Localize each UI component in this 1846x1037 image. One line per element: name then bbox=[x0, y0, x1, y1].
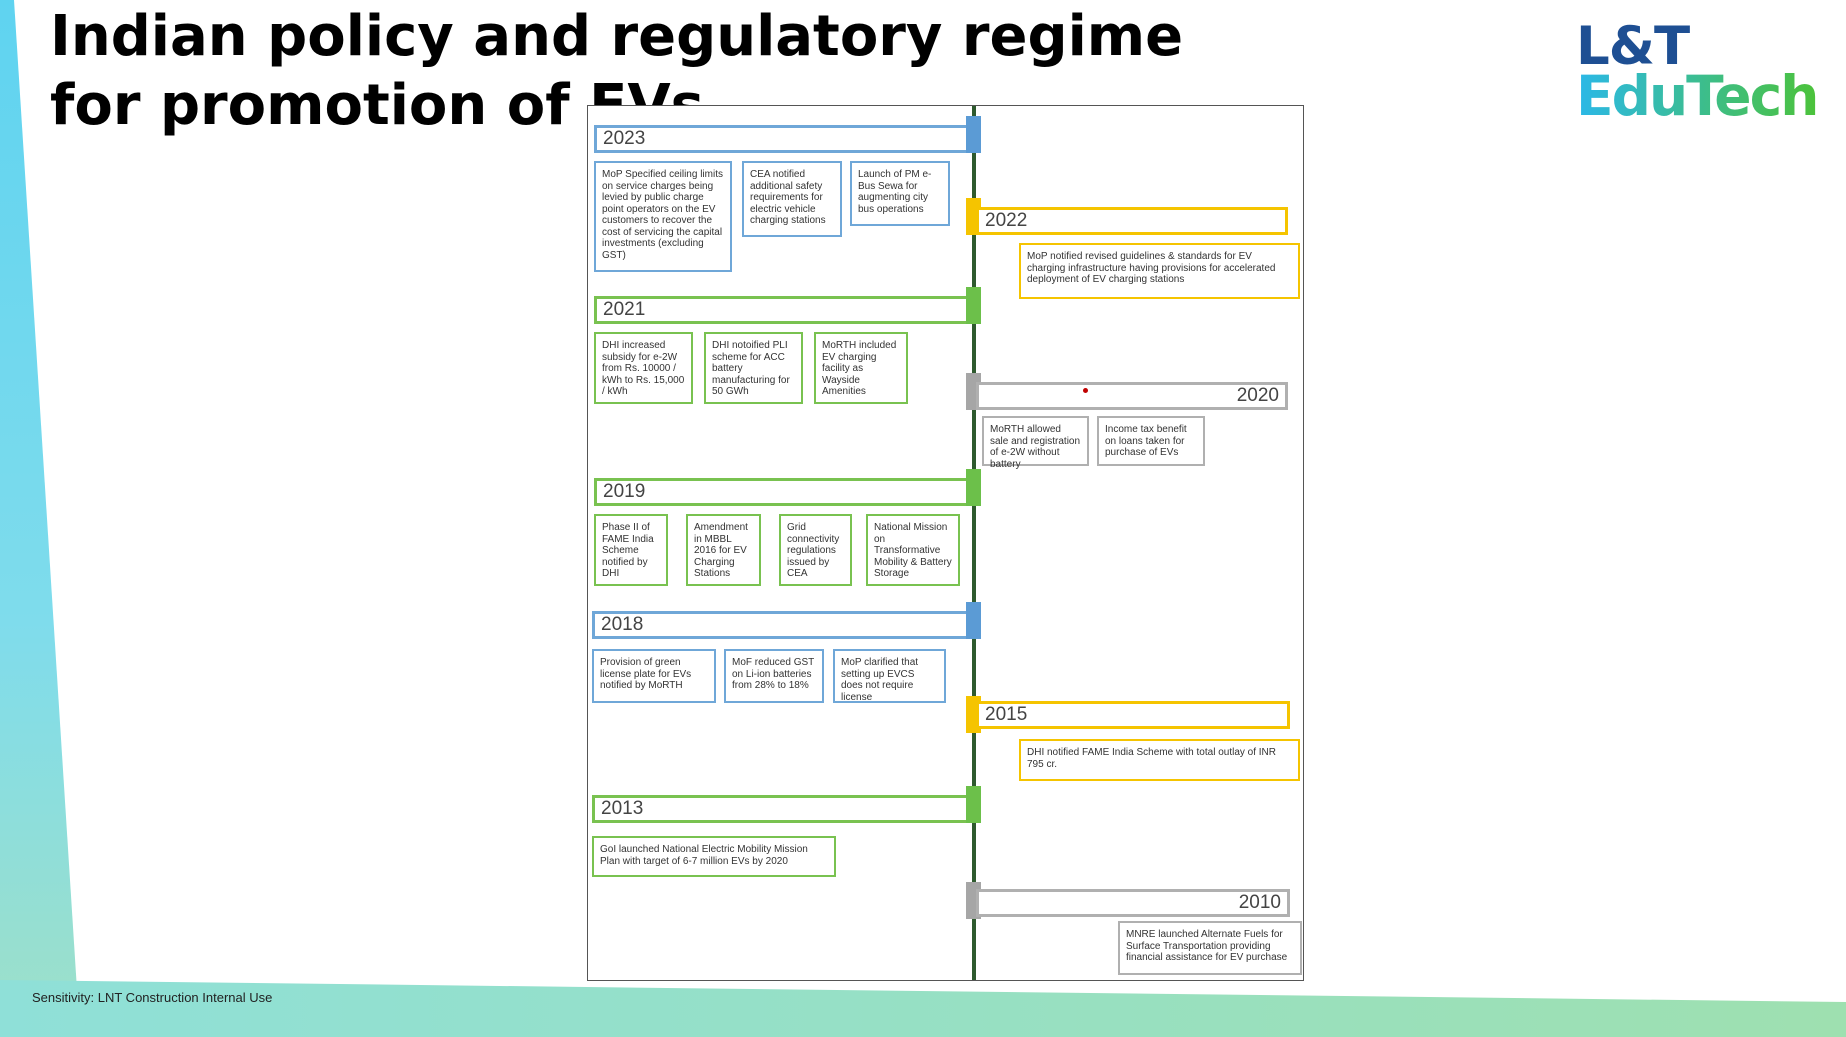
event-card: DHI increased subsidy for e-2W from Rs. … bbox=[594, 332, 693, 404]
event-card: CEA notified additional safety requireme… bbox=[742, 161, 842, 237]
event-card: Phase II of FAME India Scheme notified b… bbox=[594, 514, 668, 586]
year-bar-2021: 2021 bbox=[594, 296, 974, 324]
logo-line-1: L&T bbox=[1576, 16, 1690, 77]
event-card: MNRE launched Alternate Fuels for Surfac… bbox=[1118, 921, 1302, 975]
event-card: MoP notified revised guidelines & standa… bbox=[1019, 243, 1300, 299]
logo-line-2: EduTech bbox=[1576, 64, 1819, 128]
event-card: Grid connectivity regulations issued by … bbox=[779, 514, 852, 586]
timeline-panel: 2023 MoP Specified ceiling limits on ser… bbox=[587, 105, 1304, 981]
year-bar-2022: 2022 bbox=[976, 207, 1288, 235]
decorative-bottom-band bbox=[0, 980, 1846, 1037]
cursor-dot bbox=[1083, 388, 1088, 393]
year-marker-2023 bbox=[966, 116, 981, 153]
event-card: MoP Specified ceiling limits on service … bbox=[594, 161, 732, 272]
year-bar-2018: 2018 bbox=[592, 611, 974, 639]
event-card: DHI notified FAME India Scheme with tota… bbox=[1019, 739, 1300, 781]
year-bar-2023: 2023 bbox=[594, 125, 974, 153]
event-card: MoP clarified that setting up EVCS does … bbox=[833, 649, 946, 703]
year-bar-2015: 2015 bbox=[976, 701, 1290, 729]
year-marker-2018 bbox=[966, 602, 981, 639]
year-bar-2013: 2013 bbox=[592, 795, 974, 823]
year-marker-2021 bbox=[966, 287, 981, 324]
timeline-spine bbox=[972, 106, 976, 980]
year-bar-2019: 2019 bbox=[594, 478, 974, 506]
event-card: MoRTH allowed sale and registration of e… bbox=[982, 416, 1089, 470]
year-bar-2010: 2010 bbox=[976, 889, 1290, 917]
event-card: Income tax benefit on loans taken for pu… bbox=[1097, 416, 1205, 466]
sensitivity-label: Sensitivity: LNT Construction Internal U… bbox=[32, 990, 273, 1005]
decorative-left-band bbox=[0, 0, 80, 1037]
event-card: MoF reduced GST on Li-ion batteries from… bbox=[724, 649, 824, 703]
event-card: GoI launched National Electric Mobility … bbox=[592, 836, 836, 877]
event-card: DHI notoified PLI scheme for ACC battery… bbox=[704, 332, 803, 404]
year-marker-2019 bbox=[966, 469, 981, 506]
event-card: Launch of PM e-Bus Sewa for augmenting c… bbox=[850, 161, 950, 226]
year-marker-2013 bbox=[966, 786, 981, 823]
event-card: MoRTH included EV charging facility as W… bbox=[814, 332, 908, 404]
event-card: Amendment in MBBL 2016 for EV Charging S… bbox=[686, 514, 761, 586]
year-bar-2020: 2020 bbox=[976, 382, 1288, 410]
lt-edutech-logo: L&T EduTech bbox=[1576, 16, 1819, 128]
event-card: Provision of green license plate for EVs… bbox=[592, 649, 716, 703]
event-card: National Mission on Transformative Mobil… bbox=[866, 514, 960, 586]
